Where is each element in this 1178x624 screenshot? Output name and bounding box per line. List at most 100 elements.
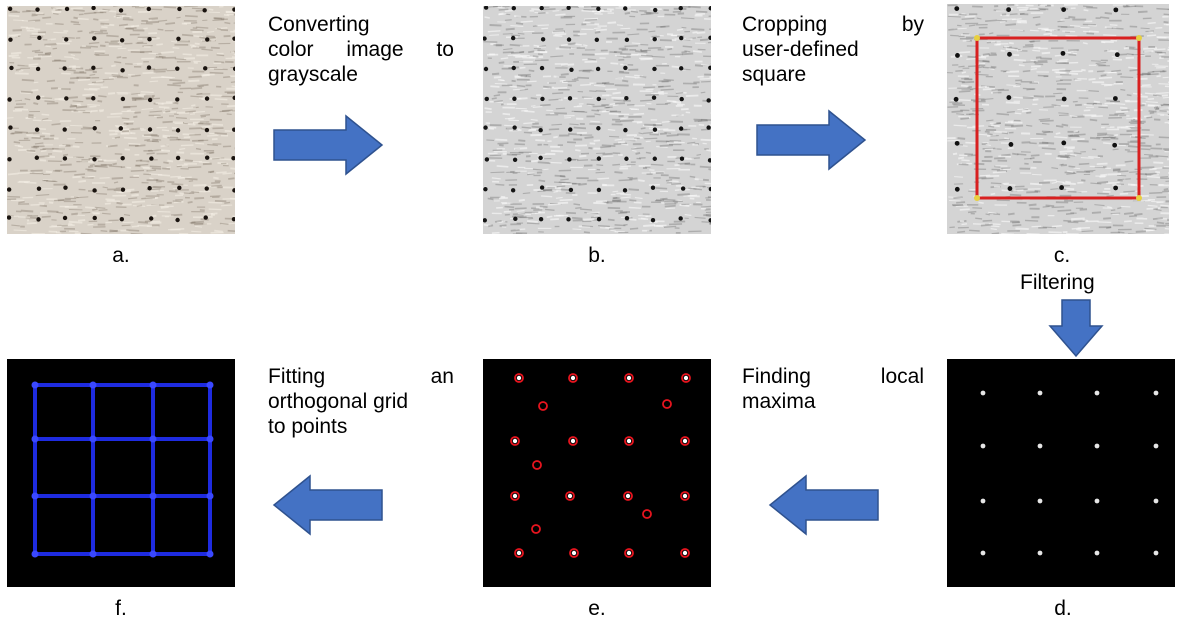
fabric-dot bbox=[540, 37, 546, 42]
filtered-point bbox=[1037, 443, 1043, 449]
local-maxima-points bbox=[510, 373, 691, 558]
fabric-dot bbox=[1007, 51, 1012, 57]
fabric-dot bbox=[62, 215, 68, 221]
filtered-point bbox=[1153, 443, 1159, 449]
fabric-dot bbox=[91, 65, 96, 71]
panel-f-grid-image bbox=[7, 359, 235, 587]
maxima-point bbox=[512, 493, 518, 499]
panel-a-label: a. bbox=[112, 244, 130, 267]
fabric-dot bbox=[954, 6, 960, 11]
maxima-point bbox=[683, 375, 689, 381]
grid-node bbox=[31, 435, 39, 443]
maxima-marker bbox=[680, 548, 690, 558]
fabric-dot bbox=[205, 37, 210, 42]
panel-e-label: e. bbox=[588, 597, 606, 620]
fabric-dot bbox=[483, 36, 487, 41]
fabric-dot bbox=[538, 217, 544, 222]
fabric-dot bbox=[708, 35, 711, 40]
fabric-dot bbox=[203, 215, 208, 220]
maxima-point bbox=[682, 550, 688, 556]
grid-node bbox=[149, 381, 157, 389]
fabric-dot bbox=[953, 96, 959, 102]
fabric-dot bbox=[622, 188, 628, 193]
fabric-dot bbox=[35, 66, 41, 72]
fabric-dot bbox=[202, 8, 207, 13]
step-grayscale-line-3: grayscale bbox=[268, 63, 358, 86]
fabric-dot bbox=[64, 6, 70, 12]
maxima-marker bbox=[680, 436, 690, 446]
fabric-dot bbox=[204, 127, 210, 133]
fabric-dot bbox=[203, 66, 208, 71]
fabric-dot bbox=[231, 217, 235, 222]
grid-node bbox=[89, 550, 97, 558]
fabric-dot bbox=[92, 36, 97, 41]
maxima-point bbox=[571, 550, 577, 556]
fabric-dot bbox=[623, 65, 628, 71]
fabric-dot bbox=[36, 95, 41, 100]
filtered-points bbox=[980, 390, 1159, 556]
panel-d-label: d. bbox=[1054, 597, 1072, 620]
step-maxima-text: Finding local maxima bbox=[742, 364, 924, 414]
maxima-point bbox=[516, 375, 522, 381]
fabric-dot bbox=[652, 127, 658, 132]
step-grayscale-line-1: Converting bbox=[268, 13, 370, 36]
fabric-dot bbox=[650, 185, 656, 190]
fabric-dot bbox=[651, 95, 657, 100]
fabric-dot bbox=[120, 187, 126, 192]
fabric-dot bbox=[1113, 7, 1119, 13]
grid-node bbox=[149, 550, 157, 558]
fabric-dot bbox=[64, 37, 69, 42]
fabric-dot bbox=[594, 37, 600, 42]
fabric-dot bbox=[596, 156, 602, 161]
fabric-dot bbox=[1060, 50, 1066, 56]
fabric-dot bbox=[567, 96, 573, 101]
fabric-dot bbox=[567, 157, 572, 162]
fabric-dot bbox=[34, 127, 40, 132]
grid-node bbox=[149, 492, 157, 500]
fabric-dot bbox=[624, 156, 629, 161]
dot-grid bbox=[953, 6, 1120, 192]
grid-node bbox=[31, 550, 39, 558]
fabric-dot bbox=[1113, 185, 1119, 191]
left-arrow-icon bbox=[768, 474, 880, 541]
grid-node bbox=[31, 492, 39, 500]
fabric-dot bbox=[707, 158, 711, 163]
fabric-dot bbox=[484, 157, 490, 162]
fabric-dot bbox=[1006, 7, 1012, 13]
fabric-dot bbox=[147, 36, 152, 42]
maxima-point bbox=[626, 375, 632, 381]
step-crop-line-3: square bbox=[742, 63, 807, 86]
grid-node bbox=[149, 435, 157, 443]
filtered-point bbox=[1153, 498, 1159, 504]
right-arrow-icon bbox=[755, 109, 867, 176]
crop-handle bbox=[974, 195, 980, 201]
fabric-dot bbox=[539, 6, 544, 11]
fabric-dot bbox=[511, 65, 516, 71]
fabric-dot bbox=[175, 128, 181, 133]
fabric-dot bbox=[679, 66, 684, 71]
maxima-point bbox=[625, 493, 631, 499]
crop-handle bbox=[1136, 35, 1142, 41]
maxima-marker bbox=[569, 548, 579, 558]
filtered-point bbox=[1094, 390, 1100, 396]
fabric-dot bbox=[679, 96, 684, 102]
fabric-dot bbox=[538, 127, 543, 133]
maxima-marker bbox=[510, 491, 520, 501]
fabric-dot bbox=[1112, 142, 1118, 148]
fabric-dot bbox=[483, 186, 488, 192]
fabric-dot bbox=[175, 97, 180, 102]
fabric-dot bbox=[120, 155, 125, 161]
fabric-crop-photo bbox=[947, 4, 1169, 234]
panel-a-color-image bbox=[7, 6, 235, 234]
fabric-dot bbox=[9, 65, 14, 71]
fabric-dot bbox=[120, 68, 125, 73]
maxima-marker bbox=[568, 373, 578, 383]
fabric-dot bbox=[512, 157, 518, 163]
filtered-point bbox=[980, 443, 986, 449]
fabric-dot bbox=[652, 36, 657, 42]
maxima-marker bbox=[568, 436, 578, 446]
fabric-dot bbox=[232, 36, 235, 41]
maxima-marker bbox=[681, 373, 691, 383]
fabric-dot bbox=[954, 186, 960, 192]
fabric-dot bbox=[708, 186, 711, 192]
